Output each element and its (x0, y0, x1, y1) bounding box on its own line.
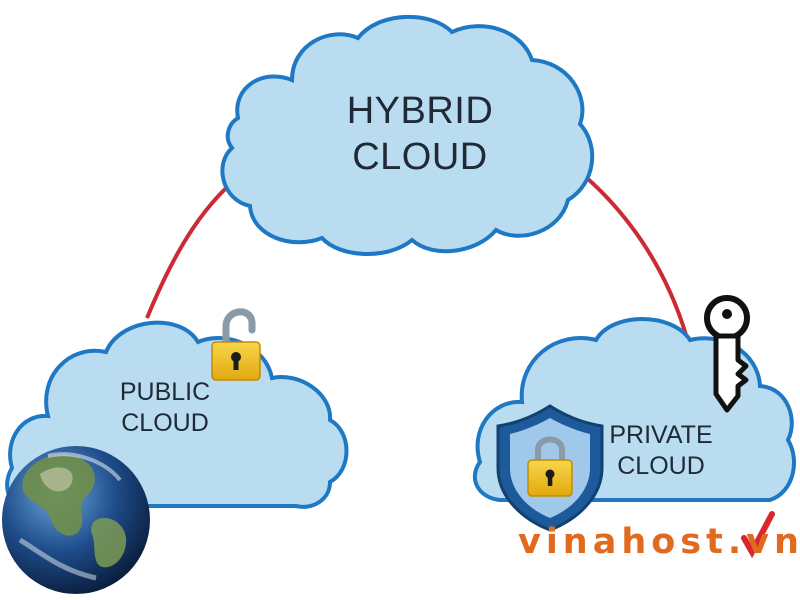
public-cloud-line1: PUBLIC (119, 378, 211, 406)
hybrid-cloud-line1: HYBRID (346, 90, 494, 132)
shield-lock-icon (496, 404, 604, 532)
hybrid-cloud-label: HYBRID CLOUD (300, 88, 540, 181)
hybrid-cloud-line2: CLOUD (352, 136, 488, 179)
globe-icon (2, 446, 150, 594)
connector-right (578, 170, 688, 336)
brand-watermark: vinahost.vn (518, 522, 800, 562)
private-cloud-line1: PRIVATE (609, 421, 713, 449)
brand-check-icon (741, 511, 775, 559)
key-icon (704, 295, 750, 413)
open-padlock-icon (211, 308, 261, 381)
hybrid-cloud-shape (220, 14, 595, 257)
public-cloud-label: PUBLIC CLOUD (100, 377, 230, 438)
private-cloud-line2: CLOUD (617, 451, 705, 480)
private-cloud-label: PRIVATE CLOUD (596, 420, 726, 481)
public-cloud-line2: CLOUD (121, 408, 209, 437)
